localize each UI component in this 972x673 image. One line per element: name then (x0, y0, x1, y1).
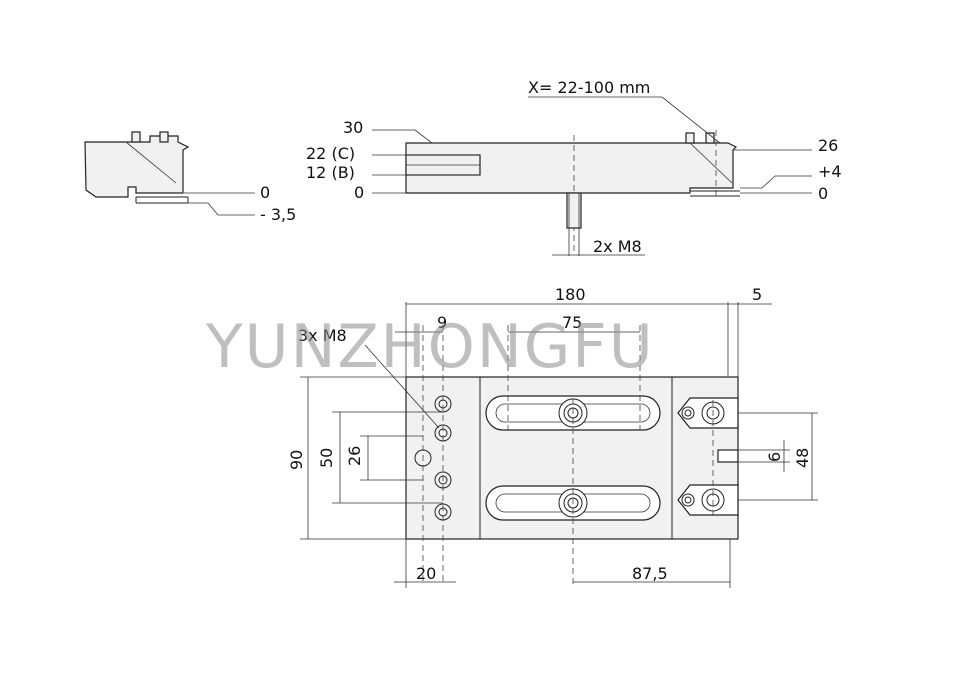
height-12-label: 12 (B) (306, 163, 355, 182)
dim-5-label: 5 (752, 285, 762, 304)
dim-75-label: 75 (562, 313, 582, 332)
right-26-label: 26 (818, 136, 838, 155)
dim-6-label: 6 (765, 452, 784, 462)
height-30-label: 30 (343, 118, 363, 137)
right-plus4-label: +4 (818, 162, 842, 181)
left-side-view: 0 - 3,5 (84, 131, 296, 224)
dim-90-label: 90 (287, 450, 306, 470)
thread-label: 2x M8 (593, 237, 642, 256)
dim-875-label: 87,5 (632, 564, 668, 583)
range-label: X= 22-100 mm (528, 78, 650, 97)
dim-26-label: 26 (345, 446, 364, 466)
height-22-label: 22 (C) (306, 144, 355, 163)
left-minus-label: - 3,5 (260, 205, 296, 224)
dim-48-label: 48 (793, 448, 812, 468)
left-zero-label: 0 (260, 183, 270, 202)
main-side-view: X= 22-100 mm 30 22 (C) 12 (B) 0 26 +4 0 … (306, 78, 842, 256)
holes-label: 3x M8 (298, 326, 347, 345)
dim-50-label: 50 (317, 448, 336, 468)
dim-9-label: 9 (437, 313, 447, 332)
plan-view: 180 5 9 75 3x M8 90 50 26 20 87,5 (287, 285, 818, 588)
watermark-text: YUNZHONGFU (205, 312, 655, 382)
right-0-label: 0 (818, 184, 828, 203)
height-0-label: 0 (354, 183, 364, 202)
dim-180-label: 180 (555, 285, 586, 304)
dim-20-label: 20 (416, 564, 436, 583)
